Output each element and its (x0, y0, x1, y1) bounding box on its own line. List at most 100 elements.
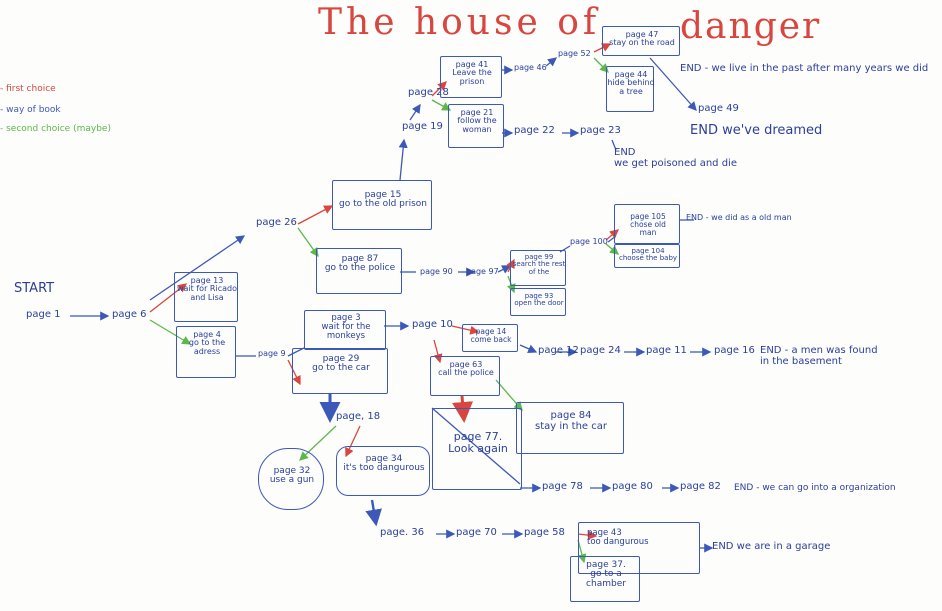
node-page-9: page 9 (258, 349, 286, 358)
node-page-80: page 80 (612, 481, 653, 492)
node-page-22: page 22 (514, 125, 555, 136)
diagram-title-end: danger (680, 6, 822, 47)
node-page-3-text: page 3 wait for the monkeys (321, 313, 371, 341)
node-page-84-text: page 84 stay in the car (535, 410, 607, 432)
node-page-52: page 52 (558, 49, 591, 58)
node-page-1: page 1 (26, 309, 61, 320)
ending-dreamed: END we've dreamed (690, 123, 823, 138)
node-page-84: page 84 stay in the car (516, 402, 624, 454)
edge-p23-end (611, 139, 617, 151)
node-page-104: page 104 choose the baby (614, 244, 680, 268)
node-page-15: page 15 go to the old prison (332, 180, 432, 230)
edge-p10-p12 (519, 344, 538, 354)
edge-p97-p93 (507, 275, 516, 294)
node-page-34-text: page 34 it's too dangurous (343, 454, 425, 474)
diagram-title: The house of (318, 2, 601, 43)
edge-p26-p15 (297, 205, 334, 225)
edge-p18-p34 (345, 425, 361, 458)
node-page-32: page 32 use a gun (258, 448, 324, 510)
node-page-16: page 16 (714, 345, 755, 356)
node-page-6: page 6 (112, 309, 147, 320)
node-page-29: page 29 go to the car (292, 348, 388, 394)
node-page-87-text: page 87 go to the police (324, 254, 396, 274)
start-label: START (14, 281, 55, 296)
ending-basement: END - a men was found in the basement (760, 345, 878, 367)
edge-p52-p44 (593, 57, 609, 73)
node-page-82: page 82 (680, 481, 721, 492)
edge-p58-p37 (577, 539, 587, 564)
node-page-44-text: page 44 hide behind a tree (607, 70, 655, 96)
edge-p97-p99r (506, 258, 515, 273)
node-page-21: page 21 follow the woman (448, 104, 504, 148)
edge-p6-p4 (149, 319, 192, 345)
node-page-13: page 13 wait for Ricado and Lisa (174, 272, 238, 322)
edge-p63-p84 (495, 379, 523, 411)
node-page-58: page 58 (524, 527, 565, 538)
edge-p15-p19 (398, 138, 408, 181)
edge-p34-p36 (365, 499, 382, 527)
legend-first-choice: - first choice (0, 84, 56, 94)
node-page-18: page, 18 (336, 411, 381, 422)
edge-p28-p41 (431, 81, 447, 97)
node-page-14-text: page 14 come back (470, 327, 512, 344)
node-page-49: page 49 (698, 103, 739, 114)
ending-old-man: END - we did as a old man (686, 213, 792, 222)
node-page-24: page 24 (580, 345, 621, 356)
node-page-87: page 87 go to the police (316, 248, 402, 294)
legend-way-of-book: - way of book (0, 105, 61, 115)
ending-past: END - we live in the past after many yea… (680, 63, 929, 74)
node-page-77-text: page 77. Look again (448, 430, 508, 455)
node-page-23: page 23 (580, 125, 621, 136)
node-page-70: page 70 (456, 527, 497, 538)
node-page-26: page 26 (256, 217, 297, 228)
node-page-32-text: page 32 use a gun (269, 466, 315, 486)
node-page-63-text: page 63 call the police (438, 360, 494, 378)
node-page-21-text: page 21 follow the woman (457, 108, 497, 134)
node-page-100: page 100 (570, 237, 608, 246)
node-page-11: page 11 (646, 345, 687, 356)
node-page-3: page 3 wait for the monkeys (304, 310, 386, 350)
edge-p10-p14 (451, 325, 480, 335)
node-page-34: page 34 it's too dangurous (336, 446, 430, 496)
node-page-43-text: page 43 too dangurous (587, 528, 649, 547)
node-page-29-text: page 29 go to the car (312, 354, 370, 374)
ending-organization: END - we can go into a organization (734, 483, 896, 493)
node-page-10: page 10 (412, 319, 453, 330)
node-page-15-text: page 15 go to the old prison (338, 190, 427, 210)
node-page-47-text: page 47 stay on the road (609, 30, 675, 48)
edge-p9-p29 (287, 359, 301, 386)
node-page-13-text: page 13 wait for Ricado and Lisa (177, 276, 237, 302)
edge-p9-p3 (287, 347, 305, 357)
node-page-37: page 37. go to a chamber (570, 556, 640, 602)
edge-p19-p28 (409, 103, 421, 121)
edge-p46-p52 (545, 57, 558, 67)
edge-p77-flow (431, 407, 521, 485)
edge-p58-p43 (577, 530, 598, 540)
edge-p100-p104 (605, 243, 619, 255)
node-page-14: page 14 come back (462, 324, 518, 352)
node-page-41-text: page 41 Leave the prison (452, 60, 492, 86)
node-page-47: page 47 stay on the road (602, 26, 680, 56)
node-page-46: page 46 (514, 63, 547, 72)
node-page-99-text: page 99 search the rest of the (512, 253, 566, 276)
node-page-36: page. 36 (380, 527, 425, 538)
node-page-78: page 78 (542, 481, 583, 492)
node-page-19: page 19 (402, 121, 443, 132)
edge-p47-p49 (649, 57, 697, 111)
edge-p100-p105r (605, 229, 619, 241)
edge-p26-p87 (297, 227, 319, 258)
node-page-77: page 77. Look again (432, 408, 522, 490)
ending-garage: END we are in a garage (712, 541, 831, 552)
node-page-4-text: page 4 go to the adress (188, 330, 226, 356)
node-page-97: page 97 (466, 267, 499, 276)
node-page-105-text: page 105 chose old man (630, 212, 666, 237)
node-page-12: page 12 (538, 345, 579, 356)
node-page-105: page 105 chose old man (614, 204, 680, 244)
edge-p28-p21 (431, 99, 452, 111)
node-page-63: page 63 call the police (430, 356, 500, 396)
node-page-41: page 41 Leave the prison (440, 56, 502, 98)
node-page-104-text: page 104 choose the baby (618, 247, 678, 263)
node-page-37-text: page 37. go to a chamber (586, 560, 626, 589)
node-page-99: page 99 search the rest of the (510, 250, 566, 286)
